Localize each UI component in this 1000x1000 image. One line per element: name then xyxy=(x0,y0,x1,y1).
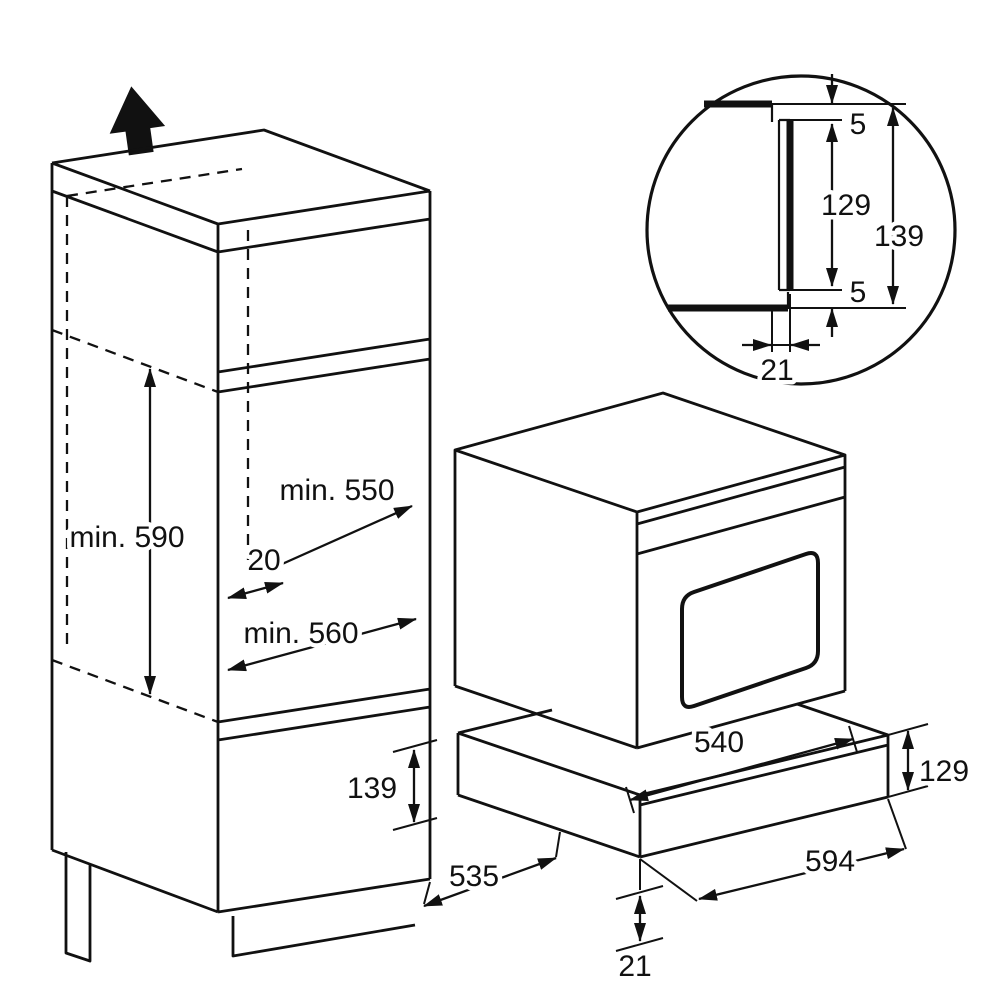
detail-circle-group: 5 129 5 139 21 xyxy=(645,74,957,392)
cabinet-group xyxy=(50,86,432,963)
detail-label-front-height: 129 xyxy=(821,189,871,222)
dim-arrow-plinth-width xyxy=(698,847,905,901)
detail-extension-lines xyxy=(771,103,906,352)
cabinet-hidden-edges xyxy=(51,167,250,724)
ext-lines-plinth-offset xyxy=(615,859,664,952)
dim-label-appliance-width: 540 xyxy=(694,726,744,759)
dim-arrow-niche-depth xyxy=(261,504,413,575)
ext-lines-plinth-width xyxy=(639,798,907,902)
dim-label-rear-gap: 20 xyxy=(247,544,280,577)
dim-label-niche-height: min. 590 xyxy=(69,521,184,554)
dim-label-plinth-width: 594 xyxy=(805,845,855,878)
ext-lines-plinth-height xyxy=(887,723,929,798)
cabinet-dimensions: min. 590 min. 550 20 min. 560 139 535 xyxy=(65,368,561,908)
dim-label-niche-width: min. 560 xyxy=(243,617,358,650)
cabinet-solid-edges xyxy=(50,128,432,963)
detail-label-gap-top: 5 xyxy=(850,108,867,141)
dim-arrow-rear-gap xyxy=(227,581,284,600)
oven-group xyxy=(453,391,847,750)
oven-door-window xyxy=(680,551,820,709)
dim-arrow-plinth-depth xyxy=(423,856,557,908)
oven-outline xyxy=(453,391,847,750)
dim-arrow-niche-width xyxy=(227,617,417,672)
ext-lines-plinth-niche xyxy=(392,739,438,831)
dim-label-plinth-offset: 21 xyxy=(618,950,651,983)
dim-label-plinth-height: 129 xyxy=(919,755,969,788)
detail-label-total-height: 139 xyxy=(874,220,924,253)
appliance-dimensions: 540 129 594 21 xyxy=(614,722,974,988)
drawer-unit-outline xyxy=(456,702,890,859)
dim-label-plinth-depth: 535 xyxy=(449,860,499,893)
dim-label-niche-depth: min. 550 xyxy=(279,474,394,507)
detail-label-depth: 21 xyxy=(760,354,793,387)
dim-label-plinth-niche: 139 xyxy=(347,772,397,805)
dim-arrow-appliance-width xyxy=(629,737,854,802)
detail-section-thin xyxy=(770,104,790,308)
up-arrow-icon xyxy=(109,86,166,156)
drawer-unit-group xyxy=(456,702,890,859)
detail-label-gap-bottom: 5 xyxy=(850,276,867,309)
detail-section-thick xyxy=(668,100,794,312)
